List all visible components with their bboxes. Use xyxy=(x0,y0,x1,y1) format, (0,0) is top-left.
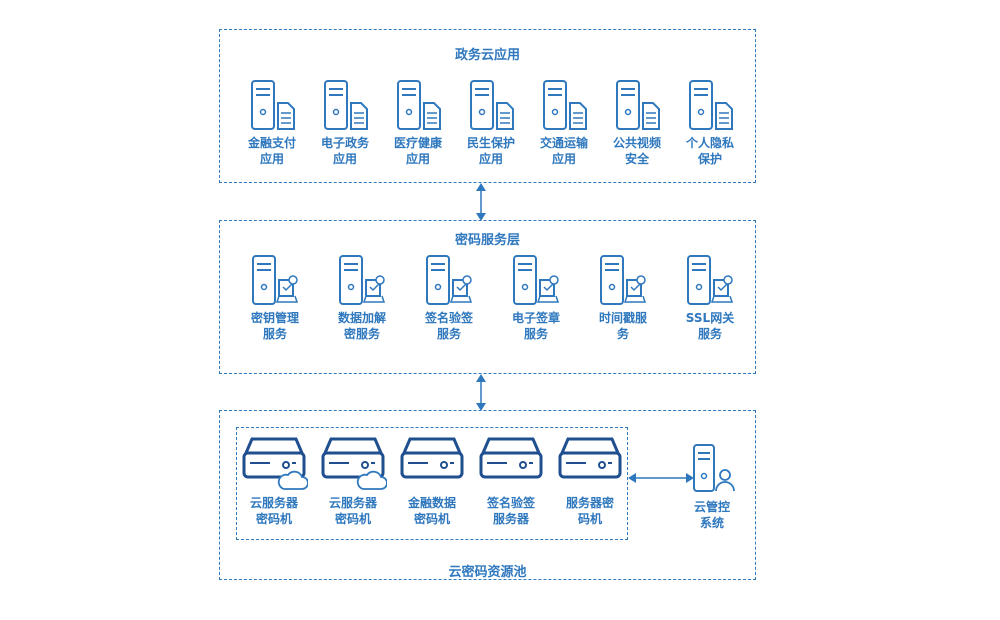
server-document-icon xyxy=(305,79,385,131)
server-document-icon xyxy=(524,79,604,131)
server-document-icon xyxy=(670,79,750,131)
service-node: 数据加解 密服务 xyxy=(322,254,402,342)
app-node: 交通运输 应用 xyxy=(524,79,604,167)
hsm-node: 金融数据 密码机 xyxy=(392,433,472,527)
hsm-device-icon xyxy=(392,433,472,491)
app-node: 医疗健康 应用 xyxy=(378,79,458,167)
app-label: 公共视频 安全 xyxy=(612,136,661,166)
app-label: 民生保护 应用 xyxy=(466,136,515,166)
cloud-hsm-icon xyxy=(234,433,314,491)
service-label: 电子签章 服务 xyxy=(511,311,560,341)
hsm-label: 签名验签 服务器 xyxy=(486,496,535,526)
cloud-hsm-icon xyxy=(313,433,393,491)
server-certificate-icon xyxy=(496,254,576,306)
service-pool-arrow xyxy=(476,374,486,411)
hsm-label: 云服务器 密码机 xyxy=(328,496,377,526)
server-document-icon xyxy=(451,79,531,131)
app-service-arrow xyxy=(476,183,486,221)
service-node: 电子签章 服务 xyxy=(496,254,576,342)
app-label: 个人隐私 保护 xyxy=(685,136,734,166)
hsm-group xyxy=(236,427,628,540)
server-document-icon xyxy=(378,79,458,131)
app-label: 金融支付 应用 xyxy=(247,136,296,166)
service-label: 数据加解 密服务 xyxy=(337,311,386,341)
server-user-icon xyxy=(672,443,752,495)
service-label: SSL网关 服务 xyxy=(685,311,735,341)
app-label: 电子政务 应用 xyxy=(320,136,369,166)
hsm-label: 服务器密 码机 xyxy=(565,496,614,526)
service-label: 签名验签 服务 xyxy=(424,311,473,341)
app-node: 电子政务 应用 xyxy=(305,79,385,167)
app-node: 民生保护 应用 xyxy=(451,79,531,167)
app-node: 金融支付 应用 xyxy=(232,79,312,167)
service-label: 时间戳服 务 xyxy=(598,311,647,341)
pool-layer-title: 云密码资源池 xyxy=(448,565,527,580)
server-certificate-icon xyxy=(235,254,315,306)
hsm-node: 签名验签 服务器 xyxy=(471,433,551,527)
hsm-label: 金融数据 密码机 xyxy=(407,496,456,526)
service-layer-title: 密码服务层 xyxy=(454,233,520,248)
service-node: SSL网关 服务 xyxy=(670,254,750,342)
app-layer: 政务云应用 xyxy=(219,29,756,183)
pool-management-arrow xyxy=(628,473,694,483)
management-node: 云管控 系统 xyxy=(672,443,752,531)
hsm-device-icon xyxy=(471,433,551,491)
service-layer: 密码服务层 xyxy=(219,220,756,374)
hsm-node: 云服务器 密码机 xyxy=(313,433,393,527)
service-node: 签名验签 服务 xyxy=(409,254,489,342)
hsm-label: 云服务器 密码机 xyxy=(249,496,298,526)
server-document-icon xyxy=(597,79,677,131)
management-label: 云管控 系统 xyxy=(693,500,730,530)
server-certificate-icon xyxy=(409,254,489,306)
app-label: 交通运输 应用 xyxy=(539,136,588,166)
server-certificate-icon xyxy=(583,254,663,306)
server-certificate-icon xyxy=(670,254,750,306)
app-node: 公共视频 安全 xyxy=(597,79,677,167)
app-layer-title: 政务云应用 xyxy=(454,48,520,63)
hsm-node: 服务器密 码机 xyxy=(550,433,630,527)
service-node: 时间戳服 务 xyxy=(583,254,663,342)
hsm-node: 云服务器 密码机 xyxy=(234,433,314,527)
server-certificate-icon xyxy=(322,254,402,306)
service-node: 密钥管理 服务 xyxy=(235,254,315,342)
pool-layer: 云密码资源池 xyxy=(219,410,756,580)
hsm-device-icon xyxy=(550,433,630,491)
app-label: 医疗健康 应用 xyxy=(393,136,442,166)
service-label: 密钥管理 服务 xyxy=(250,311,299,341)
app-node: 个人隐私 保护 xyxy=(670,79,750,167)
server-document-icon xyxy=(232,79,312,131)
